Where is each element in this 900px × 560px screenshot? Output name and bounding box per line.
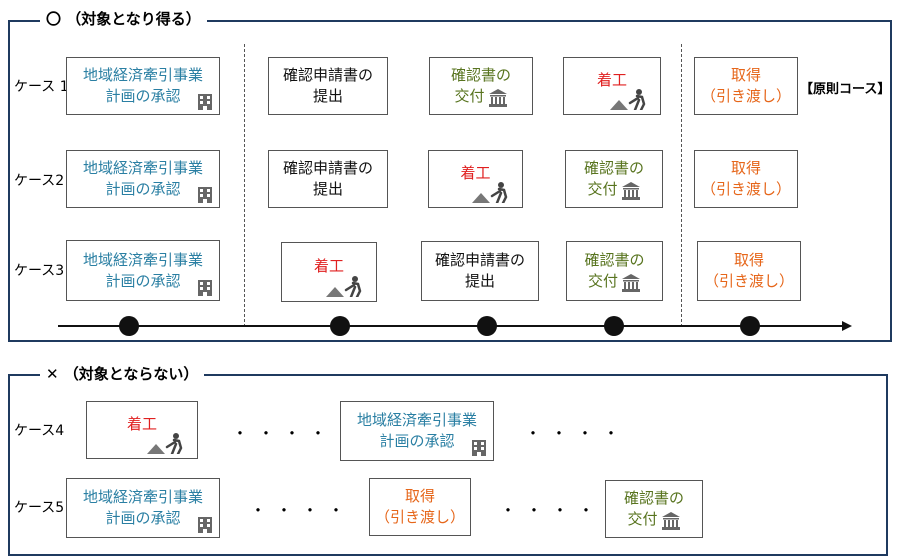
acquire-label-line1: 取得 — [730, 159, 761, 177]
apply-label-line1: 確認申請書の — [282, 66, 373, 84]
case-4-label: ケース4 — [14, 423, 65, 439]
case-2-construction-start: 着工 — [428, 150, 523, 208]
case-5-dots-2: ・・・・ — [500, 501, 605, 520]
eligible-section-frame — [8, 20, 892, 342]
construction-worker-icon — [610, 89, 646, 110]
case-3-label: ケース3 — [14, 263, 65, 279]
timeline-dot-4 — [604, 316, 624, 336]
confirm-label-line2: 交付 — [454, 87, 485, 105]
plan-label-line1: 地域経済牽引事業 — [82, 66, 203, 84]
acquire-label-line1: 取得 — [404, 487, 435, 505]
timeline-dot-2 — [330, 316, 350, 336]
case-1-confirmation-issue: 確認書の 交付 — [429, 57, 533, 115]
case-3-construction-start: 着工 — [281, 242, 377, 302]
acquire-label-line1: 取得 — [733, 251, 764, 269]
case-3-plan-approval: 地域経済牽引事業 計画の承認 — [66, 240, 220, 301]
plan-label-line1: 地域経済牽引事業 — [82, 159, 203, 177]
case-1-application-submission: 確認申請書の 提出 — [268, 57, 388, 115]
construction-worker-icon — [472, 182, 508, 203]
construction-worker-icon — [326, 276, 362, 297]
apply-label-line2: 提出 — [464, 272, 495, 290]
case-5-confirmation-issue: 確認書の 交付 — [605, 480, 703, 538]
confirm-label-line2: 交付 — [587, 272, 618, 290]
office-building-icon — [198, 94, 212, 110]
case-5-plan-approval: 地域経済牽引事業 計画の承認 — [66, 478, 220, 538]
plan-label-line2: 計画の承認 — [379, 432, 455, 450]
not-eligible-section-title: ✕ （対象とならない） — [40, 364, 205, 384]
start-label: 着工 — [313, 256, 344, 275]
case-4-dots-2: ・・・・ — [525, 424, 630, 443]
government-building-icon — [621, 182, 640, 200]
plan-label-line2: 計画の承認 — [105, 271, 181, 290]
government-building-icon — [622, 274, 640, 292]
office-building-icon — [198, 187, 212, 203]
office-building-icon — [198, 280, 212, 296]
plan-label-line2: 計画の承認 — [105, 509, 181, 527]
start-label: 着工 — [460, 163, 491, 182]
apply-label-line2: 提出 — [312, 87, 343, 105]
confirm-label-line1: 確認書の — [583, 159, 644, 177]
construction-worker-icon — [147, 433, 183, 454]
case-3-acquisition: 取得 （引き渡し） — [697, 241, 801, 301]
acquire-label-line1: 取得 — [730, 66, 761, 84]
case-4-construction-start: 着工 — [86, 401, 198, 459]
government-building-icon — [488, 89, 507, 107]
start-label: 着工 — [126, 414, 157, 433]
acquire-label-line2: （引き渡し） — [374, 508, 465, 526]
timeline-dot-1 — [119, 316, 139, 336]
office-building-icon — [198, 517, 212, 533]
case-2-label: ケース2 — [14, 173, 65, 189]
acquire-label-line2: （引き渡し） — [700, 87, 791, 105]
case-3-confirmation-issue: 確認書の 交付 — [566, 241, 663, 301]
timeline-axis — [58, 325, 842, 327]
case-2-confirmation-issue: 確認書の 交付 — [565, 150, 663, 208]
confirm-label-line1: 確認書の — [623, 489, 684, 507]
apply-label-line1: 確認申請書の — [282, 159, 373, 177]
case-1-label: ケース 1 — [14, 79, 69, 95]
case-1-acquisition: 取得 （引き渡し） — [694, 57, 798, 115]
case-5-acquisition: 取得 （引き渡し） — [369, 478, 471, 536]
office-building-icon — [472, 440, 486, 456]
divider-right — [681, 44, 682, 327]
government-building-icon — [661, 512, 680, 530]
timeline-dot-3 — [477, 316, 497, 336]
timeline-arrowhead — [842, 321, 852, 331]
case-5-dots-1: ・・・・ — [250, 501, 355, 520]
case-1-plan-approval: 地域経済牽引事業 計画の承認 — [66, 57, 220, 115]
case-2-acquisition: 取得 （引き渡し） — [694, 150, 798, 208]
principle-course-note: 【原則コース】 — [800, 82, 891, 97]
acquire-label-line2: （引き渡し） — [703, 272, 794, 290]
apply-label-line2: 提出 — [312, 180, 343, 198]
eligible-section-title: 〇 （対象となり得る） — [40, 9, 207, 29]
plan-label-line1: 地域経済牽引事業 — [356, 411, 477, 429]
case-5-label: ケース5 — [14, 500, 65, 516]
confirm-label-line1: 確認書の — [584, 251, 645, 269]
plan-label-line1: 地域経済牽引事業 — [82, 488, 203, 506]
divider-left — [244, 44, 245, 327]
case-2-application-submission: 確認申請書の 提出 — [268, 150, 388, 208]
confirm-label-line2: 交付 — [587, 180, 618, 198]
case-2-plan-approval: 地域経済牽引事業 計画の承認 — [66, 150, 220, 208]
case-3-application-submission: 確認申請書の 提出 — [421, 241, 539, 301]
confirm-label-line2: 交付 — [627, 510, 658, 528]
case-4-plan-approval: 地域経済牽引事業 計画の承認 — [340, 401, 494, 461]
start-label: 着工 — [596, 70, 627, 89]
plan-label-line1: 地域経済牽引事業 — [82, 250, 203, 269]
not-eligible-section-frame — [8, 374, 888, 556]
acquire-label-line2: （引き渡し） — [700, 180, 791, 198]
timeline-dot-5 — [740, 316, 760, 336]
confirm-label-line1: 確認書の — [450, 66, 511, 84]
case-4-dots-1: ・・・・ — [232, 424, 337, 443]
plan-label-line2: 計画の承認 — [105, 87, 181, 105]
case-1-construction-start: 着工 — [563, 57, 661, 115]
apply-label-line1: 確認申請書の — [434, 251, 525, 269]
plan-label-line2: 計画の承認 — [105, 180, 181, 198]
